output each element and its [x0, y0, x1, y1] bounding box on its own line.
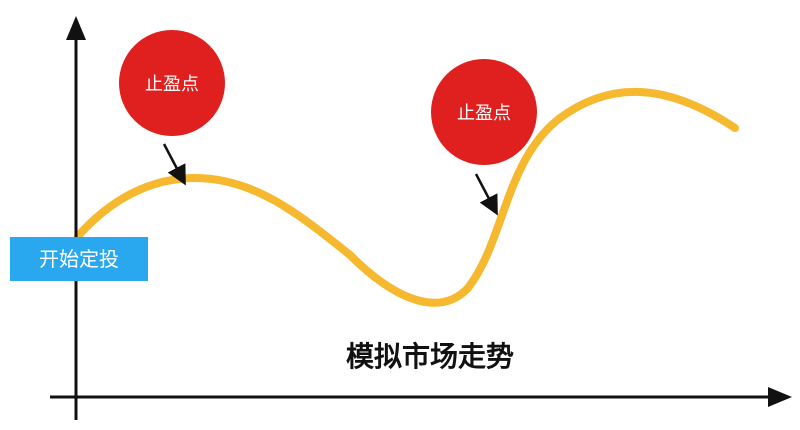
arrow-right-icon	[768, 387, 792, 407]
start-label-text: 开始定投	[39, 247, 119, 271]
arrow-up-icon	[66, 16, 86, 40]
take-profit-callout-1: 止盈点	[119, 30, 225, 186]
y-axis	[66, 16, 86, 420]
arrow-pointer-icon	[162, 143, 186, 186]
callout-label: 止盈点	[145, 74, 199, 95]
x-axis	[50, 387, 792, 407]
market-trend-curve	[74, 87, 739, 307]
callout-label: 止盈点	[457, 103, 511, 124]
take-profit-callout-2: 止盈点	[431, 59, 537, 216]
arrow-pointer-icon	[474, 173, 498, 216]
start-label: 开始定投	[10, 237, 148, 281]
diagram-caption: 模拟市场走势	[346, 340, 514, 373]
